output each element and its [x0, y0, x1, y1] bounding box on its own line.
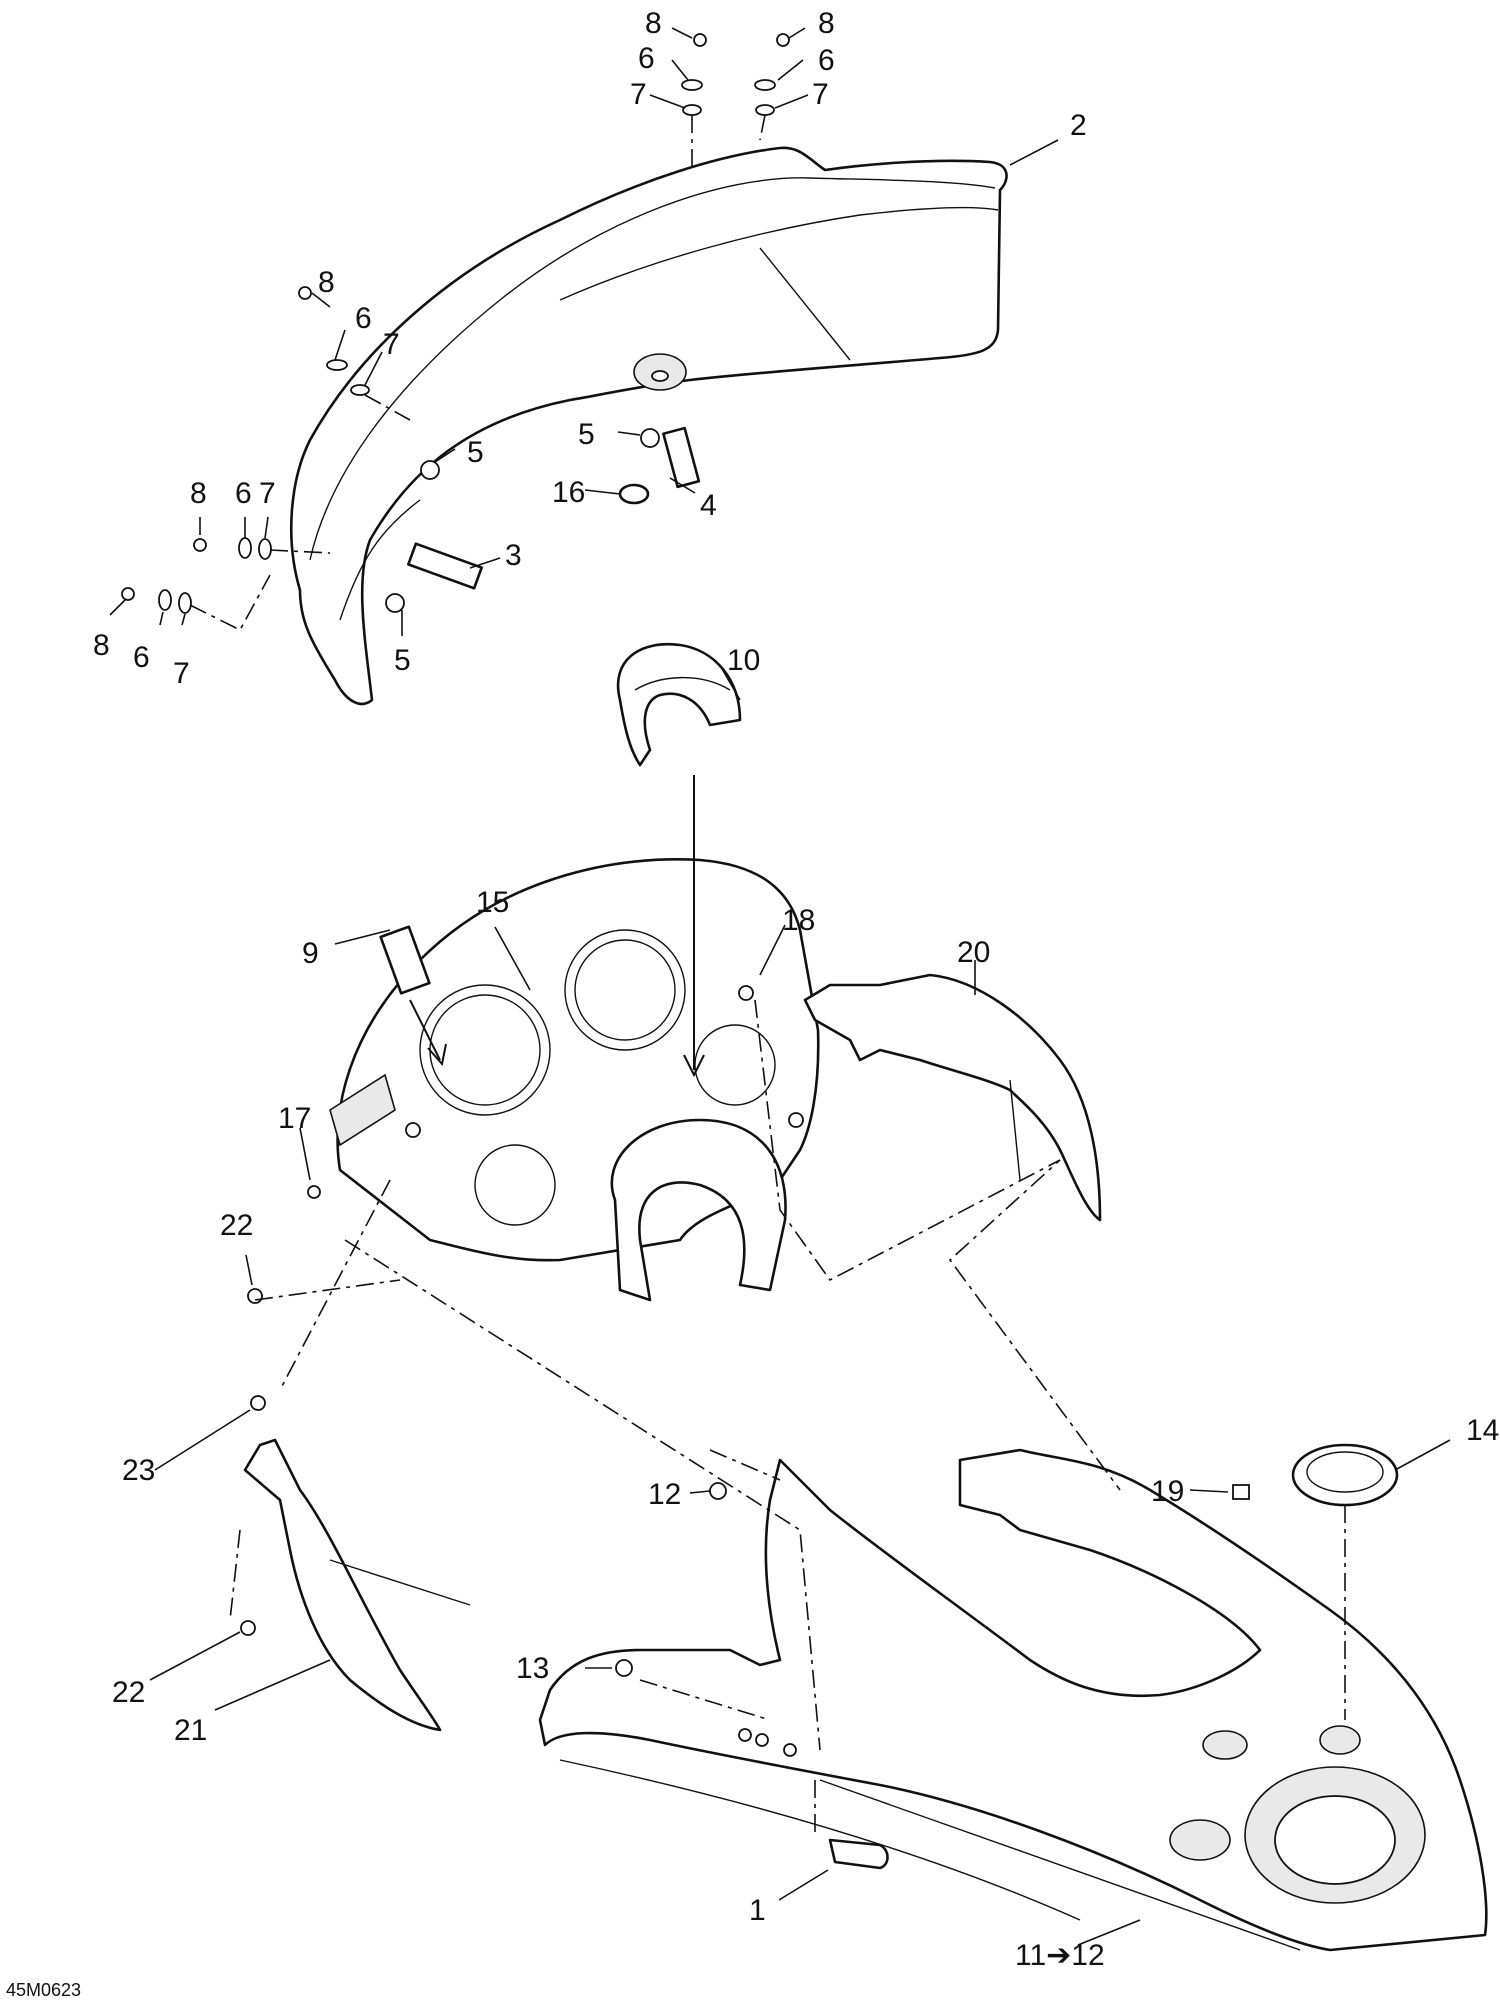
part-2-upper-cover — [289, 146, 1008, 706]
leader-lines — [109, 27, 1451, 1946]
callout-13: 13 — [516, 1652, 549, 1685]
part-12-nut — [709, 1482, 727, 1500]
callout-6: 6 — [355, 302, 372, 335]
callout-8: 8 — [645, 7, 662, 40]
callout-7: 7 — [383, 328, 400, 361]
part-20-side-trim — [803, 973, 1102, 1222]
callout-22: 22 — [220, 1209, 253, 1242]
callout-6: 6 — [818, 44, 835, 77]
callout-7: 7 — [630, 78, 647, 111]
callout-2: 2 — [1070, 109, 1087, 142]
part-9-plug — [379, 925, 431, 995]
part-4-pin — [662, 426, 701, 489]
callout-15: 15 — [476, 886, 509, 919]
callout-5: 5 — [394, 644, 411, 677]
part-19-clip — [1232, 1484, 1250, 1500]
callout-21: 21 — [174, 1714, 207, 1747]
callout-labels: 8 8 6 6 7 7 2 8 6 7 5 5 16 4 8 6 7 3 8 6… — [6, 7, 1499, 2000]
callout-19: 19 — [1151, 1475, 1184, 1508]
callout-1: 1 — [749, 1894, 766, 1927]
callout-5: 5 — [578, 418, 595, 451]
part-18-screw — [738, 985, 754, 1001]
part-11-lower-console — [538, 1448, 1488, 1952]
callout-23: 23 — [122, 1454, 155, 1487]
part-16-grommet — [618, 483, 650, 505]
callout-17: 17 — [278, 1102, 311, 1135]
part-22-screw — [247, 1288, 263, 1304]
callout-7: 7 — [259, 477, 276, 510]
part-3-pin — [407, 542, 483, 590]
drawing-code: 45M0623 — [6, 1980, 81, 2000]
callout-12: 12 — [648, 1478, 681, 1511]
callout-6: 6 — [235, 477, 252, 510]
callout-8: 8 — [318, 266, 335, 299]
part-10-cap — [616, 642, 742, 767]
callout-8: 8 — [190, 477, 207, 510]
part-13-screw — [615, 1659, 633, 1677]
callout-7: 7 — [812, 78, 829, 111]
part-17-screw — [307, 1185, 321, 1199]
callout-6: 6 — [133, 641, 150, 674]
callout-5: 5 — [467, 436, 484, 469]
callout-9: 9 — [302, 937, 319, 970]
hardware-parts — [121, 33, 1399, 1870]
part-22-screw — [240, 1620, 256, 1636]
callout-14: 14 — [1466, 1414, 1499, 1447]
callout-10: 10 — [727, 644, 760, 677]
part-15-cluster-housing — [329, 858, 820, 1302]
part-1-bracket — [828, 1838, 889, 1870]
callout-22: 22 — [112, 1676, 145, 1709]
callout-20: 20 — [957, 936, 990, 969]
callout-3: 3 — [505, 539, 522, 572]
callout-4: 4 — [700, 489, 717, 522]
part-14-ring — [1291, 1443, 1399, 1507]
part-21-side-trim — [243, 1438, 471, 1732]
callout-8: 8 — [93, 629, 110, 662]
callout-18: 18 — [782, 904, 815, 937]
assembly-lines — [189, 114, 1346, 1835]
callout-16: 16 — [552, 476, 585, 509]
callout-11-to-12: 11➔12 — [1015, 1939, 1105, 1972]
callout-8: 8 — [818, 7, 835, 40]
callout-6: 6 — [638, 42, 655, 75]
part-23-washer — [250, 1395, 266, 1411]
callout-7: 7 — [173, 657, 190, 690]
